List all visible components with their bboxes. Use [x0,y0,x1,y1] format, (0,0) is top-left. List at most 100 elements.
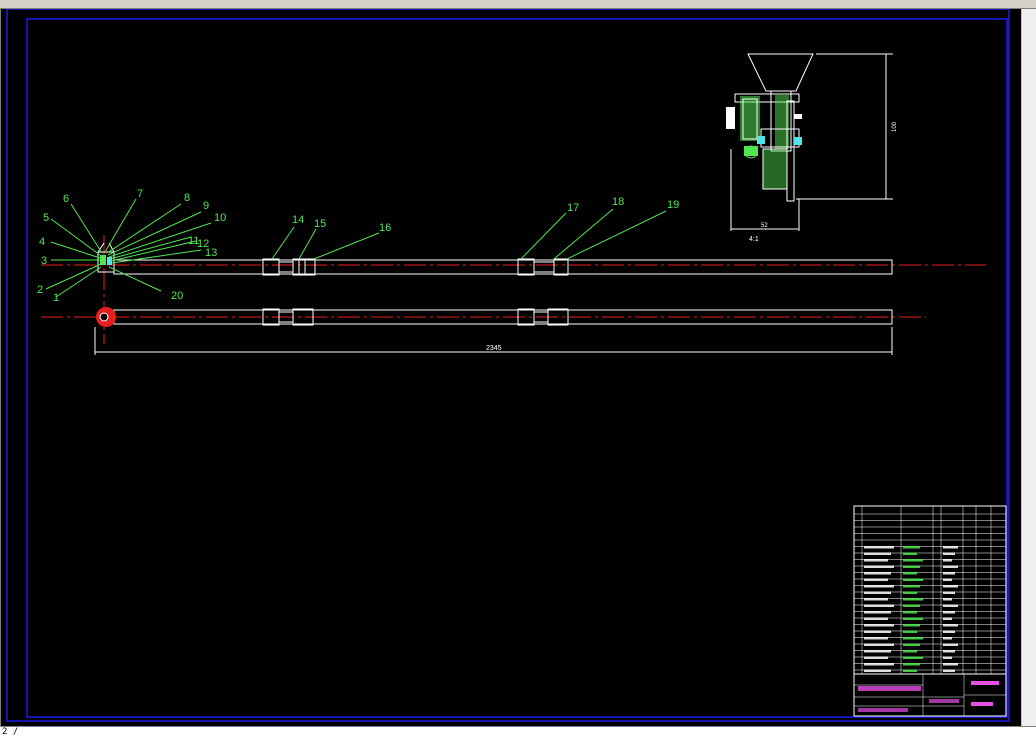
parts-list-entry-mark [943,611,955,614]
parts-list-entry-mark [864,611,891,614]
parts-list-entry-mark [943,598,952,601]
balloon-14: 14 [292,214,304,226]
balloon-6: 6 [63,193,69,205]
parts-list-entry-mark [903,656,923,659]
detail-width-dim: 52 [761,223,768,229]
detail-height-dim: 100 [892,121,898,132]
parts-list-entry-mark [864,559,888,562]
parts-list-entry-mark [903,650,917,653]
parts-list-entry-mark [903,598,923,601]
balloon-13: 13 [205,247,217,259]
balloon-11: 11 [188,235,199,247]
detail-view [726,53,814,202]
parts-list-entry-mark [864,663,894,666]
balloon-15: 15 [314,218,326,230]
parts-list-entry-mark [903,585,920,588]
detail-dimensions [730,53,893,231]
parts-list-entry-mark [903,617,923,620]
parts-list-entry-mark [943,559,952,562]
parts-list-entry-mark [903,637,923,640]
parts-list-entry-mark [943,604,958,607]
parts-list-entry-mark [943,650,955,653]
parts-list-entry-mark [903,565,920,568]
balloon-10: 10 [214,212,226,224]
title-block [853,505,1007,717]
parts-list-entry-mark [903,559,923,562]
parts-list-entry-mark [864,572,891,575]
parts-list-entry-mark [943,643,958,646]
balloon-2: 2 [37,284,43,296]
parts-list-entry-mark [903,663,920,666]
outer-frame [6,9,1010,722]
parts-list-entry-mark [864,604,894,607]
balloon-5: 5 [43,212,49,224]
balloon-9: 9 [203,200,209,212]
parts-list-entries [864,546,958,672]
parts-list-entry-mark [864,643,894,646]
parts-list-entry-mark [864,546,894,549]
parts-list-entry-mark [943,591,955,594]
parts-list-entry-mark [943,565,958,568]
parts-list-entry-mark [943,656,952,659]
centerlines [41,235,986,344]
balloon-12: 12 [197,238,209,250]
parts-list-entry-mark [864,617,888,620]
parts-list-entry-mark [943,624,958,627]
parts-list-entry-mark [943,552,955,555]
parts-list-entry-mark [864,565,894,568]
parts-list-entry-mark [903,630,917,633]
window-top-bar [0,0,1036,9]
parts-list-entry-mark [864,650,891,653]
balloon-20: 20 [171,290,183,302]
parts-list-entry-mark [903,669,917,672]
parts-list-entry-mark [943,546,958,549]
balloon-labels: 1 2 3 4 5 6 7 8 9 10 11 12 13 14 15 16 1… [37,188,679,304]
parts-list-entry-mark [864,598,888,601]
parts-list-entry-mark [864,637,888,640]
leader-lines [45,198,667,298]
parts-list-entry-mark [943,617,952,620]
balloon-8: 8 [184,192,190,204]
vertical-scrollbar[interactable] [1021,9,1036,726]
parts-list-entry-mark [903,572,917,575]
parts-list-entry-mark [943,663,958,666]
balloon-1: 1 [53,292,59,304]
balloon-18: 18 [612,196,624,208]
parts-list-entry-mark [943,669,955,672]
parts-list-entry-mark [864,656,888,659]
parts-list-entry-mark [943,578,952,581]
command-line[interactable]: 2 / [0,726,1036,737]
parts-list-entry-mark [943,637,952,640]
parts-list-entry-mark [903,578,923,581]
balloon-19: 19 [667,199,679,211]
parts-list-entry-mark [943,572,955,575]
balloon-3: 3 [41,255,47,267]
parts-list-entry-mark [864,624,894,627]
inner-frame [26,18,1008,718]
parts-list-entry-mark [903,604,920,607]
upper-shaft [113,258,893,276]
end-fitting-lower [96,307,116,327]
parts-list-entry-mark [864,585,894,588]
parts-list-entry-mark [864,630,891,633]
parts-list-entry-mark [903,643,920,646]
overall-length-dim: 2345 [486,345,502,352]
parts-list-entry-mark [864,578,888,581]
cad-drawing: 1 2 3 4 5 6 7 8 9 10 11 12 13 14 15 16 1… [6,9,1010,722]
parts-list-entry-mark [864,591,891,594]
parts-list-entry-mark [943,585,958,588]
parts-list-entry-mark [903,591,917,594]
detail-scale-label: 4:1 [749,236,759,243]
cad-drawing-canvas[interactable]: 1 2 3 4 5 6 7 8 9 10 11 12 13 14 15 16 1… [0,9,1022,726]
balloon-7: 7 [137,188,143,200]
parts-list-entry-mark [943,630,955,633]
parts-list-entry-mark [903,546,920,549]
balloon-16: 16 [379,222,391,234]
parts-list-entry-mark [903,552,917,555]
overall-dimension [94,327,893,355]
balloon-4: 4 [39,236,45,248]
parts-list-entry-mark [864,552,891,555]
parts-list-entry-mark [903,624,920,627]
parts-list-entry-mark [864,669,891,672]
balloon-17: 17 [567,202,579,214]
